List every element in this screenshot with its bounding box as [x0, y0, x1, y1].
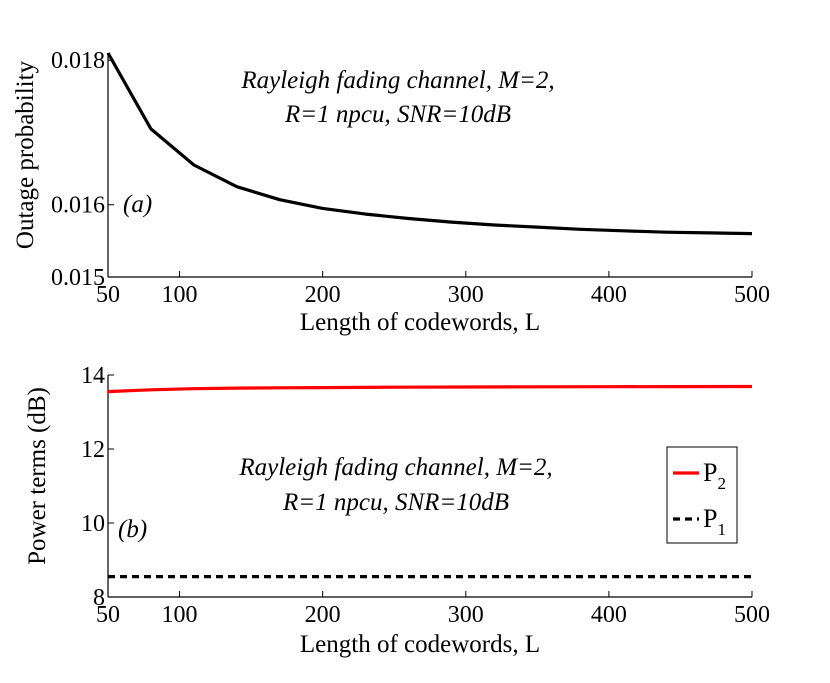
legend-entry-sub: 1 — [717, 520, 726, 539]
series-line-0 — [106, 52, 753, 236]
panel-label: (a) — [123, 191, 152, 218]
x-tick-label: 100 — [162, 282, 198, 308]
x-tick-label: 300 — [448, 602, 484, 628]
annotation-line: R=1 npcu, SNR=10dB — [284, 101, 511, 128]
legend-entry-sub: 2 — [717, 474, 726, 493]
annotation-line: Rayleigh fading channel, M=2, — [238, 454, 552, 481]
x-tick-label: 300 — [448, 282, 484, 308]
series-line-0 — [107, 384, 753, 394]
y-tick-label: 0.016 — [51, 193, 105, 219]
x-tick-label: 50 — [96, 282, 120, 308]
annotation-line: R=1 npcu, SNR=10dB — [282, 489, 509, 516]
x-tick-label: 50 — [96, 602, 120, 628]
y-tick-label: 14 — [81, 363, 105, 389]
x-axis-label: Length of codewords, L — [300, 631, 540, 658]
x-tick-label: 400 — [591, 602, 627, 628]
panel-label: (b) — [118, 516, 147, 543]
y-tick-label: 0.015 — [51, 265, 105, 291]
legend-box — [666, 446, 738, 544]
x-tick-label: 500 — [734, 602, 770, 628]
y-tick-label: 10 — [81, 511, 105, 537]
y-axis-label: Power terms (dB) — [24, 387, 51, 565]
legend-entry-0: P2 — [703, 458, 726, 493]
legend-entry-base: P — [703, 458, 717, 487]
x-tick-label: 200 — [305, 282, 341, 308]
y-tick-label: 0.018 — [51, 48, 105, 74]
x-tick-label: 400 — [591, 282, 627, 308]
x-tick-label: 500 — [734, 282, 770, 308]
y-tick-label: 8 — [93, 585, 105, 611]
y-tick-label: 12 — [81, 437, 105, 463]
legend-entry-base: P — [703, 504, 717, 533]
y-axis-label: Outage probability — [12, 60, 39, 249]
x-axis-label: Length of codewords, L — [300, 309, 540, 336]
legend-entry-1: P1 — [703, 504, 726, 539]
annotation-line: Rayleigh fading channel, M=2, — [240, 67, 554, 94]
x-tick-label: 200 — [305, 602, 341, 628]
x-tick-label: 100 — [162, 602, 198, 628]
